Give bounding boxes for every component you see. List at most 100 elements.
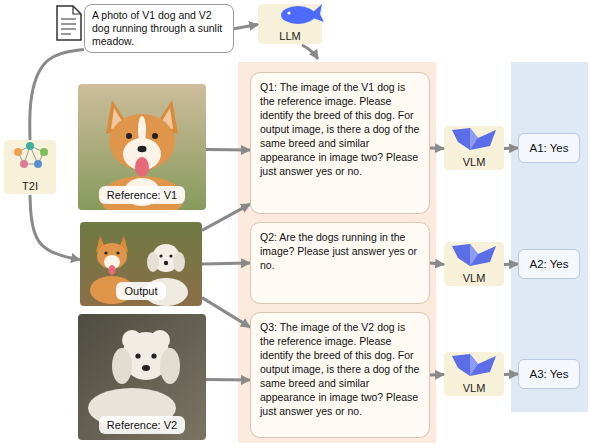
document-icon	[73, 6, 81, 14]
node-text: VLM	[463, 156, 486, 168]
output-photo	[104, 251, 107, 254]
arrow-connector	[206, 378, 250, 382]
reference-image: Reference: V2	[78, 314, 206, 440]
vlm-icon	[444, 352, 504, 396]
document-icon	[57, 6, 81, 40]
arrow-connector	[504, 147, 518, 151]
node-text: A2: Yes	[529, 258, 568, 270]
corgi-photo	[152, 133, 158, 139]
output-photo	[80, 222, 202, 306]
output-photo	[173, 252, 185, 272]
arrow-connector	[30, 195, 80, 260]
document-icon	[61, 19, 76, 34]
prompt-box: A photo of V1 dog and V2 dog running thr…	[84, 4, 234, 53]
node-text: Q3: The image of the V2 dog is the refer…	[260, 321, 420, 419]
poodle-photo	[142, 365, 150, 371]
arrow-connector	[202, 263, 250, 264]
llm-icon	[313, 4, 324, 22]
arrow-connector	[504, 373, 518, 377]
node-text: VLM	[463, 272, 486, 284]
vlm-icon	[470, 244, 478, 266]
question-box: Q2: Are the dogs running in the image? P…	[250, 222, 430, 304]
vlm-icon	[452, 244, 496, 266]
vlm-icon	[444, 352, 504, 396]
llm-icon	[281, 6, 315, 24]
output-photo	[147, 252, 159, 272]
node-text: Reference: V2	[99, 416, 185, 434]
poodle-photo	[78, 314, 206, 440]
arrow-connector	[430, 373, 444, 377]
output-photo	[109, 265, 116, 275]
output-photo	[116, 251, 119, 254]
t2i-icon	[34, 160, 42, 168]
t2i-icon	[14, 148, 22, 156]
t2i-node: T2I	[4, 140, 56, 195]
arrow-connector	[234, 25, 258, 29]
vlm-icon	[444, 126, 504, 170]
answer-box: A3: Yes	[518, 359, 580, 389]
vlm-icon	[452, 128, 496, 150]
output-image: Output	[80, 222, 202, 306]
arrow-connector	[202, 204, 250, 230]
question-panel	[238, 62, 436, 443]
poodle-photo	[112, 348, 132, 384]
arrow-connector	[504, 263, 518, 267]
node-text: A3: Yes	[529, 368, 568, 380]
node-text: A photo of V1 dog and V2 dog running thr…	[92, 9, 226, 48]
vlm-node: VLM	[444, 242, 504, 287]
question-box: Q3: The image of the V2 dog is the refer…	[250, 312, 430, 438]
node-text: T2I	[22, 180, 38, 192]
llm-icon	[287, 11, 290, 14]
llm-icon	[258, 4, 324, 44]
arrow-connector	[202, 298, 250, 328]
output-photo	[164, 261, 168, 265]
vlm-icon	[452, 354, 496, 376]
vlm-icon	[444, 242, 504, 286]
document-icon	[57, 6, 81, 40]
node-text: VLM	[463, 382, 486, 394]
node-text: Q1: The image of the V1 dog is the refer…	[260, 81, 420, 179]
arrow-connector	[430, 263, 444, 265]
vlm-icon	[470, 354, 478, 376]
t2i-icon	[26, 142, 34, 150]
corgi-photo	[138, 146, 147, 152]
vlm-icon	[470, 128, 478, 150]
node-text: Q2: Are the dogs running in the image? P…	[260, 231, 420, 273]
question-box: Q1: The image of the V1 dog is the refer…	[250, 72, 430, 214]
poodle-photo	[78, 314, 206, 440]
arrow-connector	[30, 49, 84, 140]
corgi-photo	[126, 133, 132, 139]
poodle-photo	[151, 353, 156, 358]
corgi-photo	[135, 157, 149, 177]
poodle-photo	[122, 330, 142, 350]
vlm-icon	[444, 242, 504, 286]
t2i-icon	[40, 148, 48, 156]
node-text: A1: Yes	[529, 142, 568, 154]
t2i-icon	[20, 160, 28, 168]
node-text: Reference: V1	[99, 186, 185, 204]
node-text: LLM	[279, 30, 300, 42]
output-photo	[80, 222, 202, 306]
node-text: Output	[116, 282, 165, 300]
vlm-node: VLM	[444, 126, 504, 171]
vlm-node: VLM	[444, 352, 504, 397]
llm-arrow	[302, 45, 318, 59]
poodle-photo	[135, 353, 140, 358]
answer-box: A1: Yes	[518, 133, 580, 163]
poodle-photo	[160, 348, 180, 384]
reference-image: Reference: V1	[78, 84, 206, 210]
llm-node: LLM	[258, 4, 322, 45]
arrow-connector	[430, 146, 444, 150]
corgi-photo	[78, 84, 206, 210]
output-photo	[169, 254, 172, 257]
corgi-photo	[78, 84, 206, 210]
output-photo	[159, 254, 162, 257]
answer-box: A2: Yes	[518, 249, 580, 279]
t2i-icon	[4, 140, 56, 194]
arrow-connector	[206, 148, 250, 152]
poodle-photo	[150, 330, 170, 350]
answer-panel	[511, 62, 588, 412]
llm-icon	[258, 4, 322, 44]
vlm-icon	[444, 126, 504, 170]
